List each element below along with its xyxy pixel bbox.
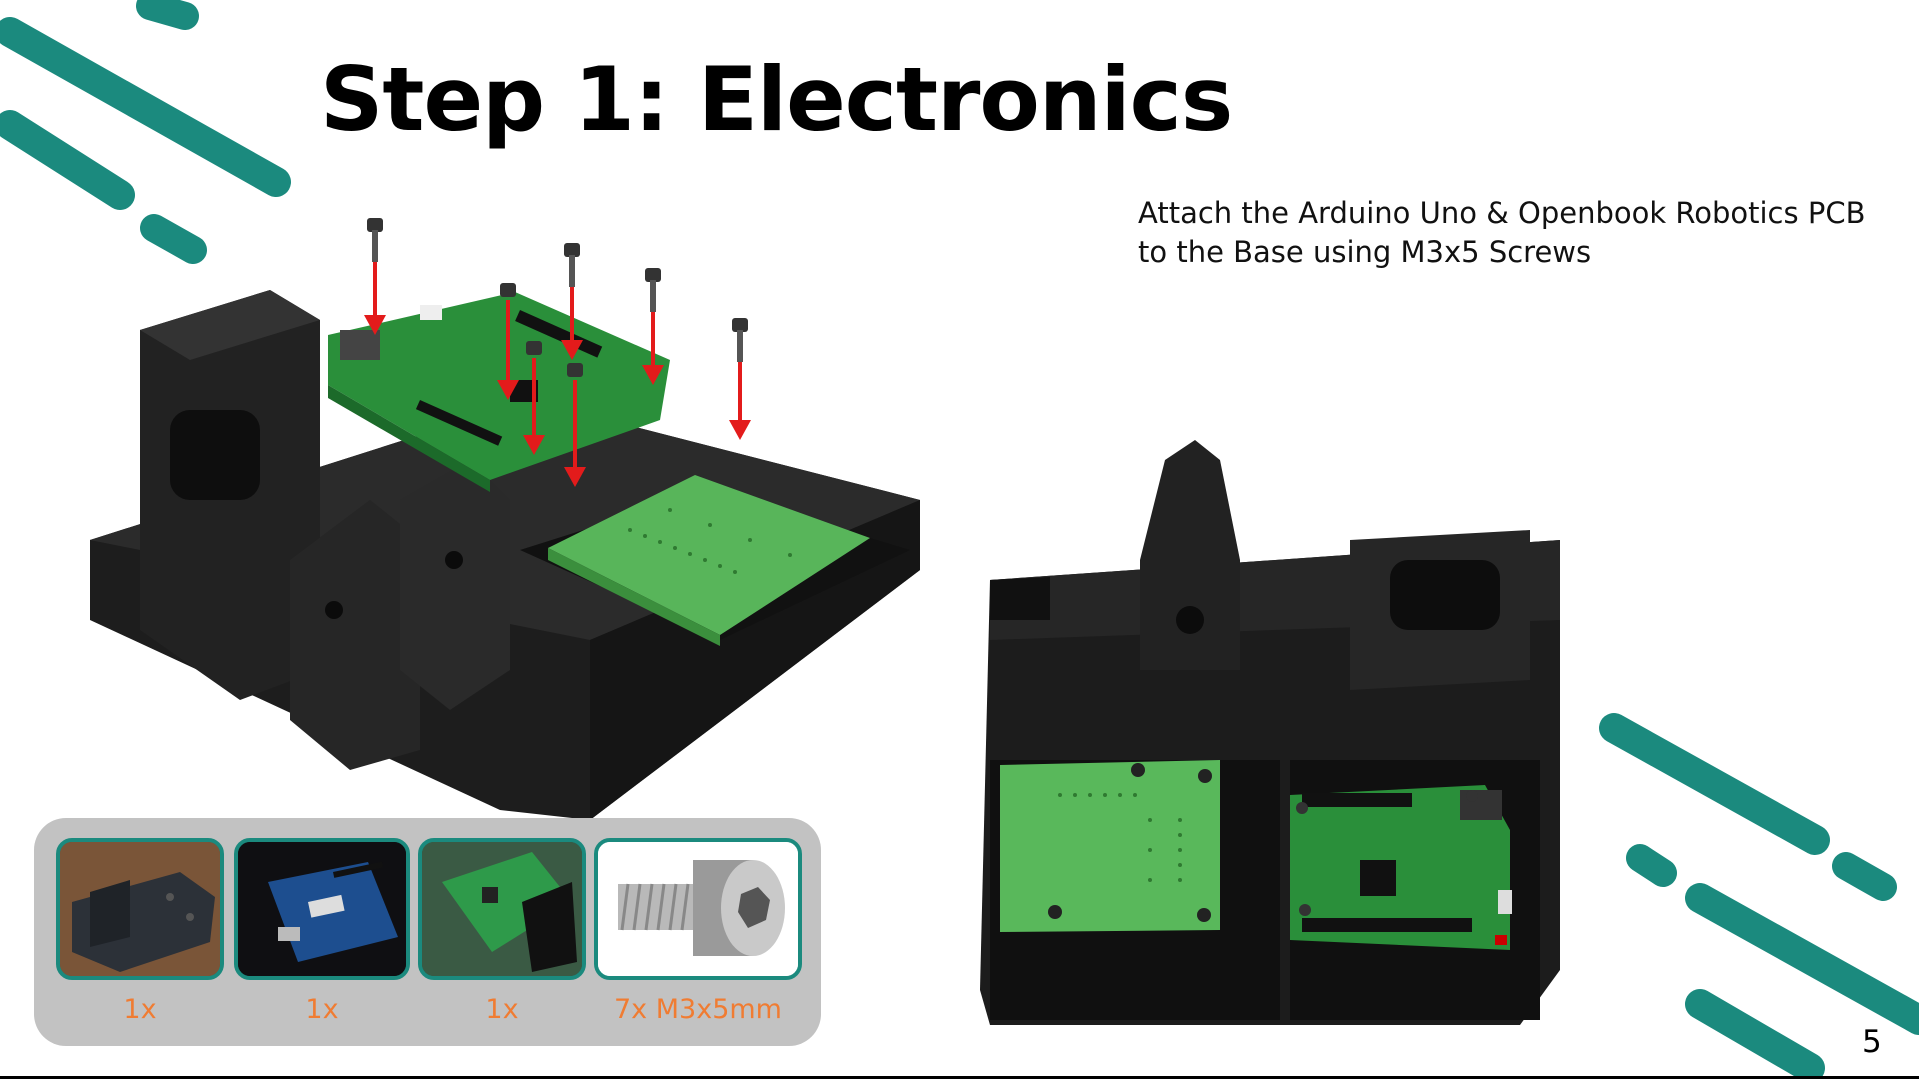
slide-title: Step 1: Electronics <box>320 48 1233 151</box>
m3x5-screw-render <box>598 842 798 976</box>
page-number: 5 <box>1862 1024 1882 1060</box>
base-photo <box>60 842 220 976</box>
part-card-pcb <box>418 838 586 980</box>
assembled-base-render <box>980 440 1560 1025</box>
parts-panel: 1x 1x 1x <box>34 818 821 1046</box>
part-qty-pcb: 1x <box>485 994 519 1025</box>
part-qty-screw: 7x M3x5mm <box>614 994 782 1025</box>
instruction-text: Attach the Arduino Uno & Openbook Roboti… <box>1138 196 1866 269</box>
footer-divider <box>0 1076 1919 1079</box>
part-qty-base: 1x <box>123 994 157 1025</box>
part-card-base <box>56 838 224 980</box>
part-card-arduino <box>234 838 410 980</box>
arduino-uno-photo <box>238 842 406 976</box>
exploded-assembly-render <box>90 218 920 820</box>
part-card-screw <box>594 838 802 980</box>
openbook-pcb-photo <box>422 842 582 976</box>
part-qty-arduino: 1x <box>305 994 339 1025</box>
